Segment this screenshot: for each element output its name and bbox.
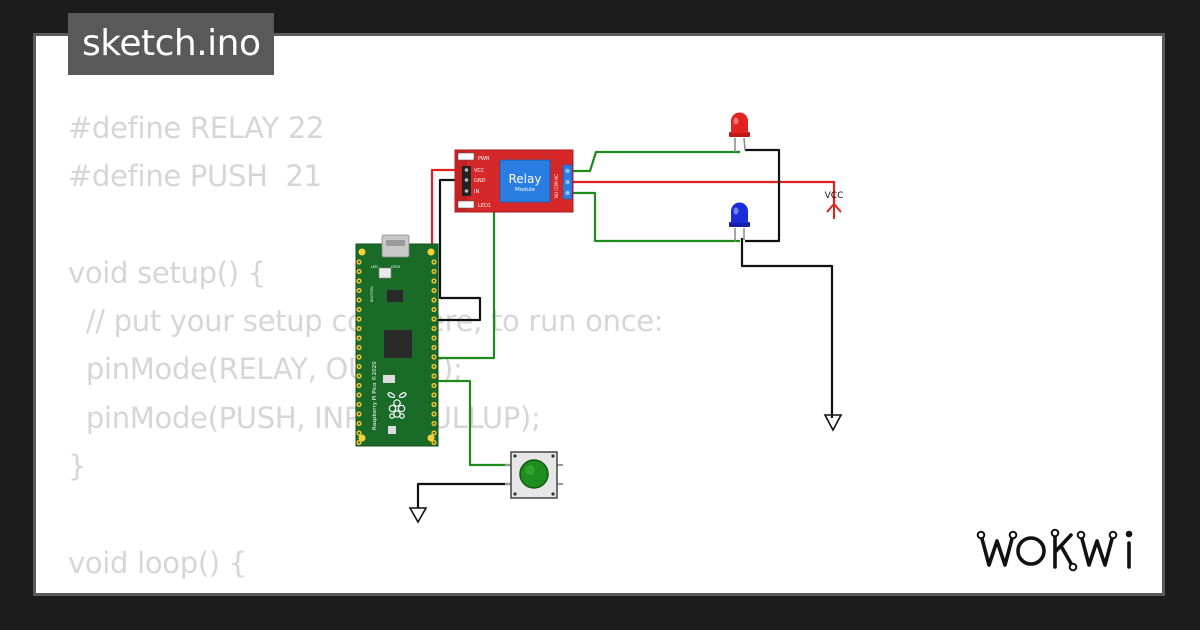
wires	[416, 148, 836, 508]
pico-pin-hole	[357, 403, 361, 406]
code-line: }	[68, 449, 87, 484]
pico-pin-hole	[432, 393, 436, 397]
pico-pin-hole	[357, 422, 361, 425]
pico-pin-hole	[432, 260, 436, 264]
pico-pin-hole	[432, 317, 436, 321]
pico-pin-hole	[432, 308, 436, 311]
pico-pin-hole	[357, 431, 361, 435]
pico-pin-hole	[432, 431, 436, 435]
wire-relay-gnd-pico[interactable]	[434, 178, 482, 322]
relay-block	[499, 159, 551, 203]
pico-pin-hole	[432, 365, 436, 368]
wokwi-logo[interactable]	[975, 525, 1150, 575]
pico-pin-hole	[432, 270, 436, 273]
pico-pin-hole	[432, 441, 436, 444]
relay-subtitle: Module	[515, 187, 536, 193]
pico-pin-hole	[357, 308, 361, 311]
pico-pin-hole	[357, 365, 361, 368]
pico-pin-hole	[357, 374, 361, 378]
wire-blue-led-ground[interactable]	[740, 238, 834, 418]
raspberry-logo	[387, 392, 407, 419]
pico-pin-hole	[357, 336, 361, 340]
preview-card: #define RELAY 22 #define PUSH 21 void setu…	[33, 33, 1165, 596]
pico-pin-hole	[432, 327, 436, 330]
vcc-label: VCC	[825, 191, 844, 201]
wire-button-ground[interactable]	[416, 482, 512, 508]
relay-vcc-label: VCC	[474, 168, 485, 174]
pico-pin-hole	[357, 441, 361, 444]
flash-chip	[387, 290, 403, 302]
relay-led1-label: LED1	[478, 203, 491, 209]
pico-pin-hole	[357, 260, 361, 264]
pico-pin-hole	[357, 327, 361, 330]
pico-pin-hole	[432, 289, 436, 292]
ground-symbol	[408, 507, 428, 524]
relay-pwr-label: PWR	[478, 156, 490, 162]
relay-pwr-led	[457, 152, 475, 161]
relay-led1	[457, 200, 475, 209]
wire-pico-button[interactable]	[434, 379, 512, 467]
ground-symbol	[823, 414, 843, 432]
file-title-tab[interactable]: sketch.ino	[68, 13, 275, 75]
pico-pin-hole	[432, 403, 436, 406]
pico-pin-hole	[357, 279, 361, 283]
pico-pin-hole	[357, 270, 361, 273]
code-line: void setup() {	[68, 255, 266, 290]
relay-gnd-label: GND	[474, 178, 486, 184]
wire-relay-in-pico[interactable]	[434, 189, 496, 360]
wire-no-vcc[interactable]	[566, 180, 836, 203]
pico-pin-hole	[357, 393, 361, 397]
pico-pin-hole	[432, 412, 436, 416]
pico-pin-hole	[432, 336, 436, 340]
pico-pin-hole	[357, 355, 361, 359]
pico-pin-hole	[432, 355, 436, 359]
code-line: // put your setup code here, to run once…	[85, 304, 664, 339]
pico-pin-hole	[432, 384, 436, 387]
pico-pin-hole	[432, 298, 436, 302]
pico-bootsel-label: BOOTSEL	[370, 286, 374, 302]
relay-module[interactable]: PWR VCC GND IN LED1 Relay Module NO COM …	[454, 149, 574, 213]
pico-pin-hole	[357, 298, 361, 302]
pico-gp25-label: GP25	[391, 265, 400, 269]
wire-nc-blue-led[interactable]	[566, 191, 740, 243]
push-button-cap[interactable]	[519, 459, 549, 489]
wire-com-red-led[interactable]	[566, 150, 740, 173]
relay-title: Relay	[509, 172, 542, 186]
push-button[interactable]	[505, 451, 563, 499]
code-line: #define PUSH 21	[68, 159, 322, 194]
pico-pin-hole	[432, 279, 436, 283]
pico-led-label: LED	[371, 265, 378, 269]
pico-pin-hole	[432, 346, 436, 349]
pico-pin-hole	[432, 374, 436, 378]
pico-pin-hole	[357, 384, 361, 387]
pico-pin-hole	[432, 422, 436, 425]
relay-in-label: IN	[474, 189, 479, 195]
wire-led-cathodes[interactable]	[745, 148, 781, 243]
code-line: void loop() {	[68, 545, 247, 580]
raspberry-pi-pico[interactable]: Raspberry Pi Pico ©2020 BOOTSEL LED GP25	[355, 234, 439, 447]
bootsel-button[interactable]	[378, 267, 392, 279]
pico-pin-hole	[357, 317, 361, 321]
blue-led[interactable]	[729, 202, 750, 243]
vcc-symbol: VCC	[825, 191, 844, 219]
rp2040-chip	[384, 330, 412, 358]
pico-pin-headers	[356, 259, 437, 446]
relay-terminal-labels: NO COM NC	[554, 174, 559, 198]
pico-pin-hole	[357, 289, 361, 292]
code-line: #define RELAY 22	[68, 111, 325, 145]
pico-pin-hole	[357, 346, 361, 349]
pico-pin-hole	[357, 412, 361, 416]
pico-silk-text: Raspberry Pi Pico ©2020	[371, 361, 378, 430]
red-led[interactable]	[729, 112, 750, 153]
